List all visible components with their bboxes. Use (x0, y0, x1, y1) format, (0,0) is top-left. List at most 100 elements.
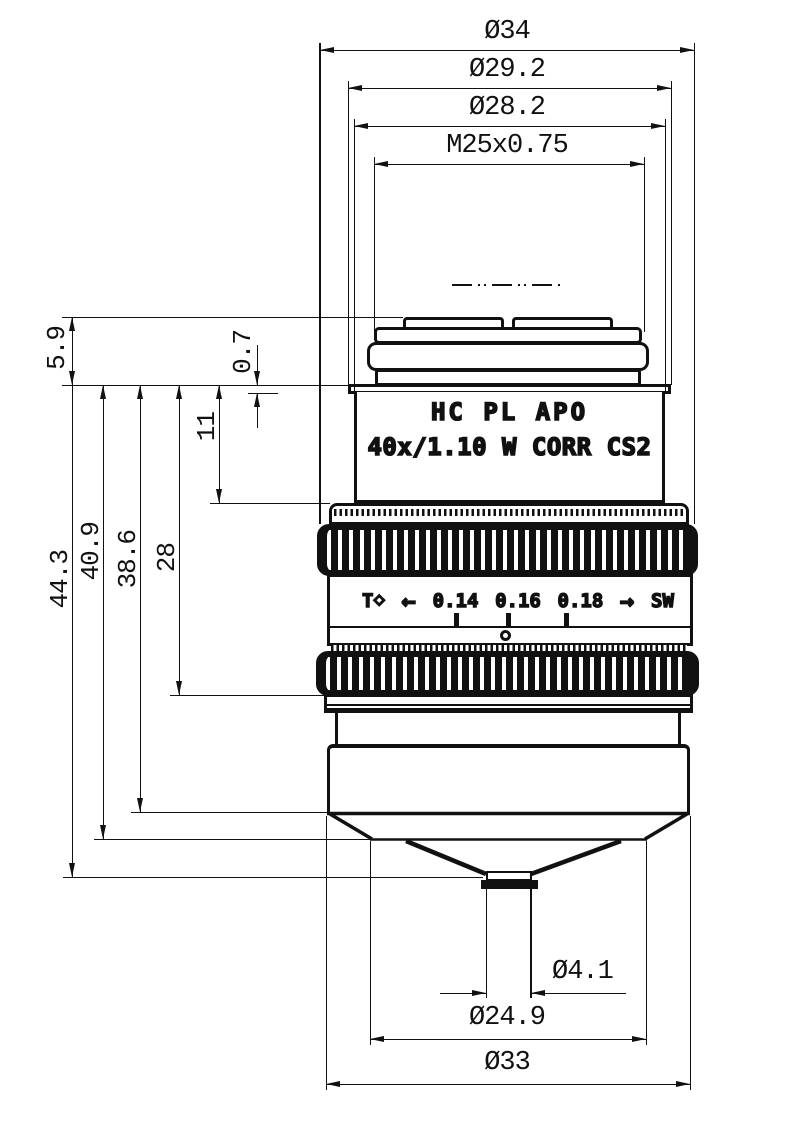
extension-line-11 (210, 502, 330, 504)
dim-cylinder-end-label: 38.6 (113, 530, 143, 589)
extension-line-28 (170, 694, 325, 696)
bottom-cylinder (327, 744, 690, 814)
dim-cone-base-diameter-label: Ø24.9 (468, 1003, 546, 1033)
fine-knurl-strip-upper (334, 509, 684, 516)
arrowhead (348, 84, 362, 91)
extension-line-lip (248, 392, 278, 394)
collar-tick-014 (454, 613, 459, 629)
dim-flange-diameter-label: Ø29.2 (468, 55, 546, 85)
extension-line (645, 841, 647, 1045)
arrowhead (136, 385, 143, 399)
front-lens-bezel (481, 880, 538, 889)
extension-line (689, 816, 691, 1090)
arrowhead (175, 385, 182, 399)
collar-index-dot (500, 630, 511, 641)
arrowhead (99, 825, 106, 839)
dim-thread-height-line (71, 317, 73, 385)
dim-upper-body-label: 11 (192, 412, 222, 442)
dim-cone-base-label: 40.9 (76, 522, 106, 581)
arrowhead (68, 371, 75, 385)
lower-step-band-line (327, 704, 690, 706)
arrowhead (630, 160, 644, 167)
reference-centerline (452, 284, 564, 286)
engraving-line2: 40x/1.10 W CORR CS2 (367, 432, 652, 462)
arrowhead (632, 1035, 646, 1042)
dim-thread-height-label: 5.9 (42, 326, 72, 370)
dim-total-length-line (71, 385, 73, 877)
arrowhead (326, 1080, 340, 1087)
lower-step-band (324, 694, 693, 713)
arrowhead (680, 46, 694, 53)
collar-value-018: 0.18 (557, 589, 604, 612)
extension-line (664, 119, 666, 393)
arrowhead (68, 863, 75, 877)
dim-thread-line (374, 163, 644, 165)
arrowhead (651, 122, 665, 129)
arrowhead (320, 46, 334, 53)
extension-line (347, 81, 349, 385)
dim-body-diameter-label: Ø28.2 (468, 93, 546, 123)
extension-line (319, 43, 321, 524)
extension-line (670, 81, 672, 385)
extension-line (693, 43, 695, 524)
extension-line (353, 119, 355, 393)
collar-right-arrow-icon: → (619, 586, 635, 615)
extension-line (485, 888, 487, 998)
dim-cone-base-diameter-line (370, 1038, 646, 1040)
extension-line (643, 157, 645, 332)
engraving-line1: HC PL APO (430, 397, 589, 427)
extension-line-409 (94, 838, 370, 840)
dim-flange-diameter-line (348, 87, 671, 89)
dim-front-lens-label: Ø4.1 (552, 957, 614, 987)
arrowhead (215, 385, 222, 399)
arrowhead (354, 122, 368, 129)
extension-line (530, 888, 532, 998)
arrowhead (370, 1035, 384, 1042)
arrowhead (676, 1080, 690, 1087)
dim-outer-diameter-line (320, 49, 694, 51)
dim-front-lens-line-right (531, 992, 626, 994)
upper-knurl-ring (317, 524, 698, 576)
extension-line-443 (63, 876, 483, 878)
extension-line (369, 841, 371, 1045)
dim-upper-body-line (218, 385, 220, 503)
dim-lip-line-upper (256, 345, 258, 385)
extension-line (373, 157, 375, 332)
arrowhead (99, 385, 106, 399)
extension-line (325, 816, 327, 1090)
collar-tick-016 (506, 613, 511, 629)
arrowhead (253, 393, 260, 407)
arrowhead (175, 681, 182, 695)
collar-marking-row: T⋄ ← 0.14 0.16 0.18 → SW (361, 586, 674, 615)
collar-value-014: 0.14 (432, 589, 479, 612)
objective-body: HC PL APO 40x/1.10 W CORR CS2 (354, 392, 665, 504)
arrowhead (215, 489, 222, 503)
collar-temp-symbol: T⋄ (361, 589, 385, 612)
arrowhead (657, 84, 671, 91)
fine-knurl-strip-lower (331, 645, 687, 651)
dim-cone-base-line (102, 385, 104, 839)
collar-sw-label: SW (650, 589, 674, 612)
arrowhead (472, 989, 486, 996)
dim-lip-height-label: 0.7 (228, 330, 258, 374)
dim-thread-label: M25x0.75 (446, 131, 569, 161)
arrowhead (531, 989, 545, 996)
dim-lower-body-diameter-label: Ø33 (484, 1048, 531, 1078)
correction-collar: T⋄ ← 0.14 0.16 0.18 → SW (327, 574, 693, 629)
extension-line-386 (131, 811, 327, 813)
collar-left-arrow-icon: ← (401, 586, 417, 615)
dim-lower-knurl-line (178, 385, 180, 695)
arrowhead (68, 317, 75, 331)
collar-tick-018 (564, 613, 569, 629)
arrowhead (253, 371, 260, 385)
dim-cylinder-end-line (139, 385, 141, 812)
dim-body-diameter-line (354, 125, 665, 127)
lower-knurl-ring (316, 651, 699, 696)
dim-lip-line-lower (256, 393, 258, 428)
extension-line-shoulder (62, 384, 348, 386)
arrowhead (374, 160, 388, 167)
neck-section (335, 713, 681, 744)
arrowhead (136, 798, 143, 812)
extension-line-thread-top (62, 316, 403, 318)
